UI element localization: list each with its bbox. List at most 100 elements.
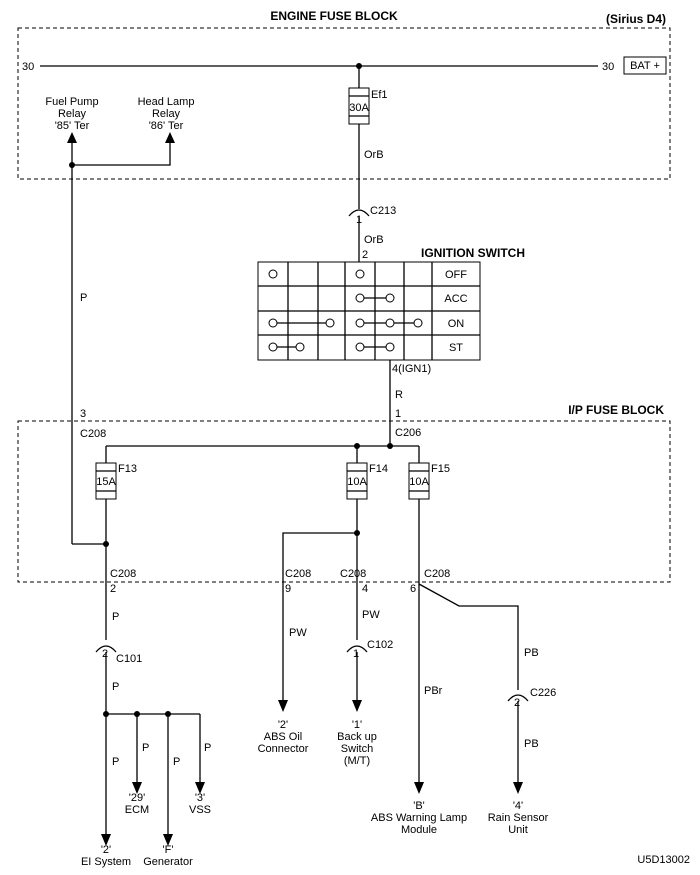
- backup-switch-line3: (M/T): [344, 755, 370, 767]
- ignition-position-off: OFF: [445, 269, 467, 281]
- wire-p-vss-label: P: [204, 742, 211, 754]
- c208-backup-pin: 4: [362, 583, 368, 595]
- wire-orb-lower-label: OrB: [364, 234, 384, 246]
- abs-oil-pin: '2': [278, 719, 288, 731]
- wire-p-c101-label: P: [112, 681, 119, 693]
- engine-fuse-block-frame: [17, 27, 671, 180]
- on-contact: [385, 318, 395, 328]
- head-lamp-relay-arrow: [165, 132, 175, 143]
- ignition-switch-title: IGNITION SWITCH: [421, 246, 525, 260]
- abs-oil-label-line1: ABS Oil: [264, 731, 303, 743]
- c208-left-pin: 3: [80, 408, 86, 420]
- wire-p-ecm-label: P: [142, 742, 149, 754]
- model-label: (Sirius D4): [606, 12, 666, 26]
- f13-splice-dot: [103, 541, 109, 547]
- ecm-pin: '29': [129, 792, 145, 804]
- head-lamp-relay-wire: [72, 143, 171, 166]
- backup-switch-arrow: [352, 700, 362, 712]
- off-contact: [268, 269, 278, 279]
- st-contact: [295, 342, 305, 352]
- fuse-f15-rating: 10A: [409, 476, 429, 488]
- wire-p-ei-label: P: [112, 756, 119, 768]
- bus-30-right-label: 30: [602, 61, 614, 73]
- connector-c102-label: C102: [367, 639, 393, 651]
- acc-contact: [355, 293, 365, 303]
- engine-fuse-block-title: ENGINE FUSE BLOCK: [270, 9, 398, 23]
- c206-label: C206: [395, 427, 421, 439]
- ignition-input-pin: 2: [362, 249, 368, 261]
- abs-warning-arrow: [414, 782, 424, 794]
- bus-30-left-label: 30: [22, 61, 34, 73]
- ignition-position-acc: ACC: [444, 293, 467, 305]
- vss-label: VSS: [189, 804, 211, 816]
- abs-oil-wire: [282, 532, 357, 700]
- backup-switch-line1: Back up: [337, 731, 377, 743]
- on-contact: [355, 318, 365, 328]
- connector-c226-label: C226: [530, 687, 556, 699]
- fuel-pump-relay-line2: Relay: [58, 108, 87, 120]
- wire-p-generator-label: P: [173, 756, 180, 768]
- c208-f13-label: C208: [110, 568, 136, 580]
- connector-c102-pin: 1: [353, 648, 359, 660]
- connector-c213-label: C213: [370, 205, 396, 217]
- connector-c226-pin: 2: [514, 697, 520, 709]
- c206-pin: 1: [395, 408, 401, 420]
- ignition-switch-table: OFF ACC ON ST: [257, 261, 481, 361]
- wire-p-left-label: P: [80, 292, 87, 304]
- rain-sensor-line2: Unit: [508, 824, 528, 836]
- abs-warning-pin: 'B': [413, 800, 425, 812]
- wire-pw-abs-oil-label: PW: [289, 627, 307, 639]
- vss-pin: '3': [195, 792, 205, 804]
- backup-switch-pin: '1': [352, 719, 362, 731]
- fuse-f15-name: F15: [431, 463, 450, 475]
- wire-r-label: R: [395, 389, 403, 401]
- c208-abs-oil-label: C208: [285, 568, 311, 580]
- ei-system-label: EI System: [81, 856, 131, 868]
- generator-arrow: [163, 834, 173, 846]
- c208-f13-pin: 2: [110, 583, 116, 595]
- wire-pbr-label: PBr: [424, 685, 443, 697]
- wire-orb-upper-label: OrB: [364, 149, 384, 161]
- wire-pw-backup-upper-label: PW: [362, 609, 380, 621]
- fuse-ef1-name: Ef1: [371, 89, 388, 101]
- generator-pin: 'F': [163, 844, 174, 856]
- fuel-pump-relay-line1: Fuel Pump: [45, 96, 98, 108]
- connector-c101-label: C101: [116, 653, 142, 665]
- rain-sensor-wire-upper: [418, 583, 519, 690]
- fuel-pump-relay-line3: '85' Ter: [55, 120, 90, 132]
- c208-backup-label: C208: [340, 568, 366, 580]
- head-lamp-relay-line3: '86' Ter: [149, 120, 184, 132]
- ignition-position-on: ON: [448, 318, 465, 330]
- fuse-f14-name: F14: [369, 463, 388, 475]
- fuse-f14-rating: 10A: [347, 476, 367, 488]
- acc-contact: [385, 293, 395, 303]
- head-lamp-relay-line2: Relay: [152, 108, 181, 120]
- backup-switch-line2: Switch: [341, 743, 373, 755]
- ecm-label: ECM: [125, 804, 149, 816]
- st-contact: [268, 342, 278, 352]
- wire-p-f13-label: P: [112, 611, 119, 623]
- st-contact: [355, 342, 365, 352]
- rain-sensor-arrow: [513, 782, 523, 794]
- rain-sensor-pin: '4': [513, 800, 523, 812]
- c208-abs-oil-pin: 9: [285, 583, 291, 595]
- connector-c101-pin: 2: [102, 648, 108, 660]
- c208-f15-label: C208: [424, 568, 450, 580]
- ei-system-arrow: [101, 834, 111, 846]
- fuel-pump-relay-arrow: [67, 132, 77, 143]
- c208-left-label: C208: [80, 428, 106, 440]
- ip-fuse-block-frame: [17, 420, 671, 583]
- abs-warning-line2: Module: [401, 824, 437, 836]
- head-lamp-relay-line1: Head Lamp: [138, 96, 195, 108]
- diagram-code: U5D13002: [637, 854, 690, 866]
- connector-c213-symbol: [348, 209, 370, 217]
- abs-warning-line1: ABS Warning Lamp: [371, 812, 467, 824]
- ei-system-pin: '2': [101, 844, 111, 856]
- c208-f15-pin: 6: [410, 583, 416, 595]
- on-contact: [325, 318, 335, 328]
- wire-pb-upper-label: PB: [524, 647, 539, 659]
- st-contact: [385, 342, 395, 352]
- connector-c101-symbol: [95, 645, 117, 653]
